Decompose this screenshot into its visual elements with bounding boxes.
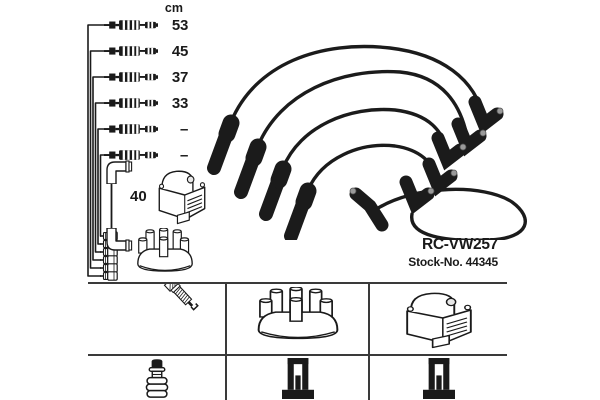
- small-plug-icon: [100, 255, 118, 265]
- straight-boots: [207, 114, 317, 240]
- product-photo: [207, 44, 527, 240]
- cable-length-label: 37: [171, 69, 188, 86]
- elbow-boots: [349, 95, 504, 232]
- product-id-block: RC-VW257 Stock-No. 44345: [300, 236, 498, 270]
- ignition-coil-icon: [397, 287, 481, 349]
- terminal-nut-icon: [143, 359, 171, 398]
- cable-connector-icon: [104, 46, 158, 56]
- cable-length-label: –: [179, 147, 188, 164]
- table-border-top: [88, 282, 507, 284]
- cable-connector-icon: [104, 150, 158, 160]
- cable-length-label: 53: [171, 17, 188, 34]
- coil-cable-40cm: [106, 160, 133, 252]
- distributor-cap-icon: [138, 228, 192, 271]
- small-plug-icon: [100, 271, 118, 281]
- legend-cell-distributor-cap: [227, 284, 368, 352]
- terminal-nipples: [349, 107, 504, 195]
- legend-cell-terminal-nut: [88, 356, 225, 400]
- unit-header: cm: [164, 1, 183, 15]
- loop-cable-length-label: 40: [130, 188, 147, 205]
- part-number: RC-VW257: [422, 236, 498, 253]
- din-connector-icon: [282, 358, 314, 399]
- cable-connector-icon: [104, 72, 158, 82]
- cable-connector-icon: [104, 98, 158, 108]
- ignition-coil-icon: [159, 171, 204, 223]
- table-border-middle: [88, 354, 507, 356]
- spark-plug-icon: [109, 284, 205, 352]
- distributor-cap-drawing: [138, 228, 192, 271]
- legend-cell-din-connector-1: [227, 356, 368, 400]
- cable-length-label: 33: [171, 95, 188, 112]
- stock-number: Stock-No. 44345: [408, 255, 498, 269]
- ignition-coil-drawing: [159, 171, 204, 223]
- cable-length-diagram: [87, 20, 215, 281]
- small-plug-icon: [100, 263, 118, 273]
- cable-connector-icon: [104, 20, 158, 30]
- cable-connector-icon: [104, 124, 158, 134]
- legend-cell-spark-plug: [88, 284, 225, 352]
- elbow-connector-icon: [106, 160, 133, 184]
- table-divider-left: [225, 282, 227, 400]
- legend-cell-din-connector-2: [370, 356, 507, 400]
- distributor-cap-icon: [256, 287, 340, 349]
- din-connector-icon: [423, 358, 455, 399]
- legend-cell-ignition-coil: [370, 284, 507, 352]
- cable-length-label: 45: [171, 43, 188, 60]
- elbow-connector-icon: [106, 228, 133, 252]
- cable-length-label: –: [179, 121, 188, 138]
- table-divider-right: [368, 282, 370, 400]
- cable-end-connectors: [104, 20, 158, 160]
